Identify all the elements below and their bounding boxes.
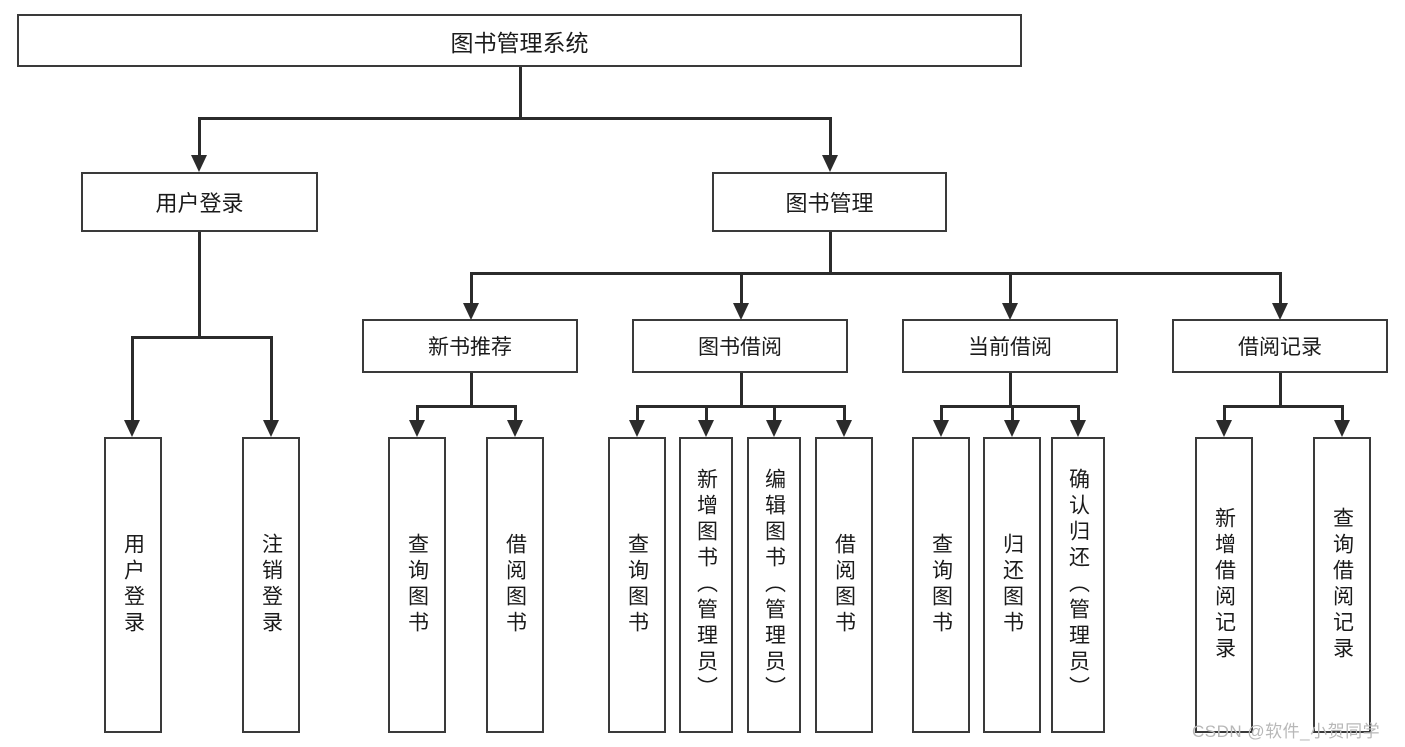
connector-vline: [773, 405, 776, 420]
connector-vline: [636, 405, 639, 420]
connector-vline: [514, 405, 517, 420]
connector-vline: [829, 232, 832, 272]
connector-vline: [740, 373, 743, 405]
node-label: 查询借阅记录: [1330, 507, 1354, 663]
node-level2-1[interactable]: 图书管理: [712, 172, 947, 232]
watermark: CSDN @软件_小贺同学: [1192, 722, 1381, 741]
connector-vline: [829, 117, 832, 155]
connector-hline: [131, 336, 272, 339]
node-label: 图书管理: [785, 191, 874, 216]
node-label: 新书推荐: [428, 336, 512, 359]
connector-vline: [740, 272, 743, 303]
connector-arrowhead-icon: [1002, 303, 1018, 320]
connector-vline: [940, 405, 943, 420]
connector-vline: [131, 336, 134, 420]
connector-vline: [1223, 405, 1226, 420]
connector-vline: [416, 405, 419, 420]
node-label: 新增借阅记录: [1212, 507, 1236, 663]
connector-arrowhead-icon: [1070, 420, 1086, 437]
connector-arrowhead-icon: [733, 303, 749, 320]
node-leaf-8[interactable]: 查询图书: [912, 437, 970, 733]
connector-arrowhead-icon: [263, 420, 279, 437]
connector-vline: [1279, 373, 1282, 405]
connector-vline: [1279, 272, 1282, 303]
connector-hline: [1223, 405, 1343, 408]
connector-arrowhead-icon: [1272, 303, 1288, 320]
connector-arrowhead-icon: [822, 155, 838, 172]
node-label: 查询图书: [405, 533, 429, 637]
node-label: 查询图书: [929, 533, 953, 637]
node-level2-0[interactable]: 用户登录: [81, 172, 318, 232]
connector-vline: [270, 336, 273, 420]
connector-arrowhead-icon: [463, 303, 479, 320]
node-label: 新增图书（管理员）: [694, 468, 718, 702]
connector-arrowhead-icon: [507, 420, 523, 437]
node-leaf-1[interactable]: 注销登录: [242, 437, 300, 733]
node-label: 图书管理系统: [450, 29, 589, 56]
node-leaf-3[interactable]: 借阅图书: [486, 437, 544, 733]
node-leaf-7[interactable]: 借阅图书: [815, 437, 873, 733]
connector-arrowhead-icon: [766, 420, 782, 437]
connector-arrowhead-icon: [191, 155, 207, 172]
connector-vline: [1077, 405, 1080, 420]
connector-arrowhead-icon: [409, 420, 425, 437]
node-label: 查询图书: [625, 533, 649, 637]
node-label: 注销登录: [259, 533, 283, 637]
connector-arrowhead-icon: [836, 420, 852, 437]
node-leaf-9[interactable]: 归还图书: [983, 437, 1041, 733]
node-leaf-12[interactable]: 查询借阅记录: [1313, 437, 1371, 733]
node-leaf-4[interactable]: 查询图书: [608, 437, 666, 733]
connector-vline: [705, 405, 708, 420]
node-leaf-2[interactable]: 查询图书: [388, 437, 446, 733]
node-label: 当前借阅: [968, 336, 1052, 359]
connector-hline: [636, 405, 845, 408]
connector-hline: [470, 272, 1281, 275]
node-label: 归还图书: [1000, 533, 1024, 637]
node-label: 用户登录: [121, 533, 145, 637]
node-leaf-0[interactable]: 用户登录: [104, 437, 162, 733]
connector-arrowhead-icon: [1334, 420, 1350, 437]
connector-arrowhead-icon: [698, 420, 714, 437]
connector-vline: [470, 373, 473, 405]
node-label: 借阅记录: [1238, 336, 1322, 359]
connector-vline: [1009, 272, 1012, 303]
node-level3-0[interactable]: 新书推荐: [362, 319, 578, 373]
connector-arrowhead-icon: [1216, 420, 1232, 437]
node-leaf-10[interactable]: 确认归还（管理员）: [1051, 437, 1105, 733]
node-leaf-11[interactable]: 新增借阅记录: [1195, 437, 1253, 733]
connector-vline: [843, 405, 846, 420]
node-level3-1[interactable]: 图书借阅: [632, 319, 848, 373]
connector-vline: [1341, 405, 1344, 420]
connector-arrowhead-icon: [1004, 420, 1020, 437]
node-label: 确认归还（管理员）: [1066, 468, 1090, 702]
connector-vline: [198, 117, 201, 155]
node-label: 图书借阅: [698, 336, 782, 359]
connector-vline: [1011, 405, 1014, 420]
connector-hline: [940, 405, 1079, 408]
connector-hline: [198, 117, 831, 120]
node-level3-3[interactable]: 借阅记录: [1172, 319, 1388, 373]
connector-vline: [198, 232, 201, 336]
connector-arrowhead-icon: [933, 420, 949, 437]
connector-vline: [1009, 373, 1012, 405]
node-root-system[interactable]: 图书管理系统: [17, 14, 1022, 67]
node-leaf-6[interactable]: 编辑图书（管理员）: [747, 437, 801, 733]
connector-vline: [519, 67, 522, 117]
connector-arrowhead-icon: [124, 420, 140, 437]
connector-arrowhead-icon: [629, 420, 645, 437]
node-label: 编辑图书（管理员）: [762, 468, 786, 702]
node-label: 借阅图书: [503, 533, 527, 637]
node-level3-2[interactable]: 当前借阅: [902, 319, 1118, 373]
node-label: 借阅图书: [832, 533, 856, 637]
node-label: 用户登录: [155, 191, 244, 216]
connector-vline: [470, 272, 473, 303]
connector-hline: [416, 405, 516, 408]
node-leaf-5[interactable]: 新增图书（管理员）: [679, 437, 733, 733]
